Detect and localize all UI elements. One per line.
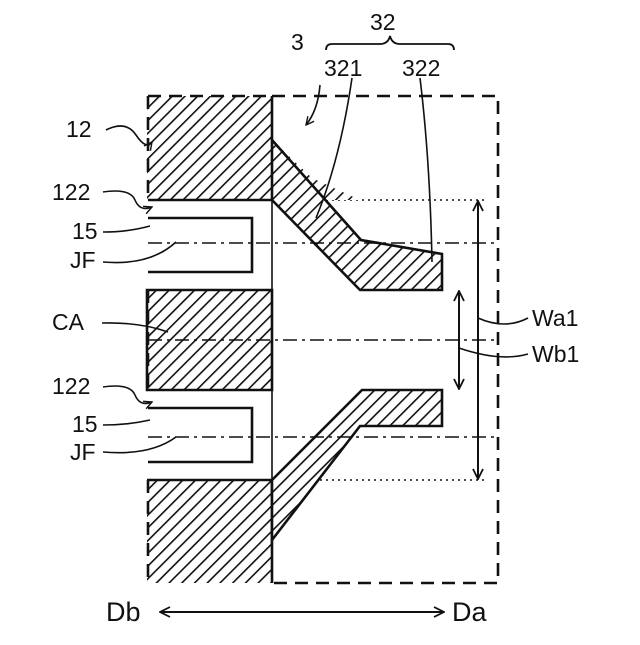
- slot-15-upper: [148, 218, 252, 272]
- label-jf-top: JF: [70, 247, 96, 273]
- member-32-lower: [272, 390, 442, 540]
- leader-wa1: [478, 318, 528, 324]
- label-wb1: Wb1: [532, 341, 579, 367]
- label-jf-bottom: JF: [70, 439, 96, 465]
- label-15-top: 15: [72, 218, 98, 244]
- label-wa1: Wa1: [532, 305, 578, 331]
- label-321: 321: [324, 55, 362, 81]
- label-122-top: 122: [52, 179, 90, 205]
- leader-122-bottom: [103, 386, 152, 403]
- label-da: Da: [452, 597, 487, 627]
- leader-15-bottom: [103, 420, 150, 425]
- leader-12: [106, 126, 152, 145]
- leader-122-top: [103, 191, 152, 208]
- label-db: Db: [106, 597, 141, 627]
- leader-15-top: [103, 226, 150, 232]
- label-122-bottom: 122: [52, 373, 90, 399]
- leader-wb1: [459, 348, 528, 357]
- leader-322: [420, 78, 432, 262]
- label-15-bottom: 15: [72, 411, 98, 437]
- label-322: 322: [402, 55, 440, 81]
- member-32-upper: [272, 140, 442, 290]
- label-3: 3: [291, 29, 304, 55]
- label-ca: CA: [52, 309, 85, 335]
- label-32: 32: [370, 9, 396, 35]
- part-12-lower-block: [147, 480, 272, 583]
- label-12: 12: [66, 116, 92, 142]
- brace-32: [326, 36, 454, 50]
- leader-3: [306, 85, 320, 125]
- slot-15-lower: [148, 408, 252, 462]
